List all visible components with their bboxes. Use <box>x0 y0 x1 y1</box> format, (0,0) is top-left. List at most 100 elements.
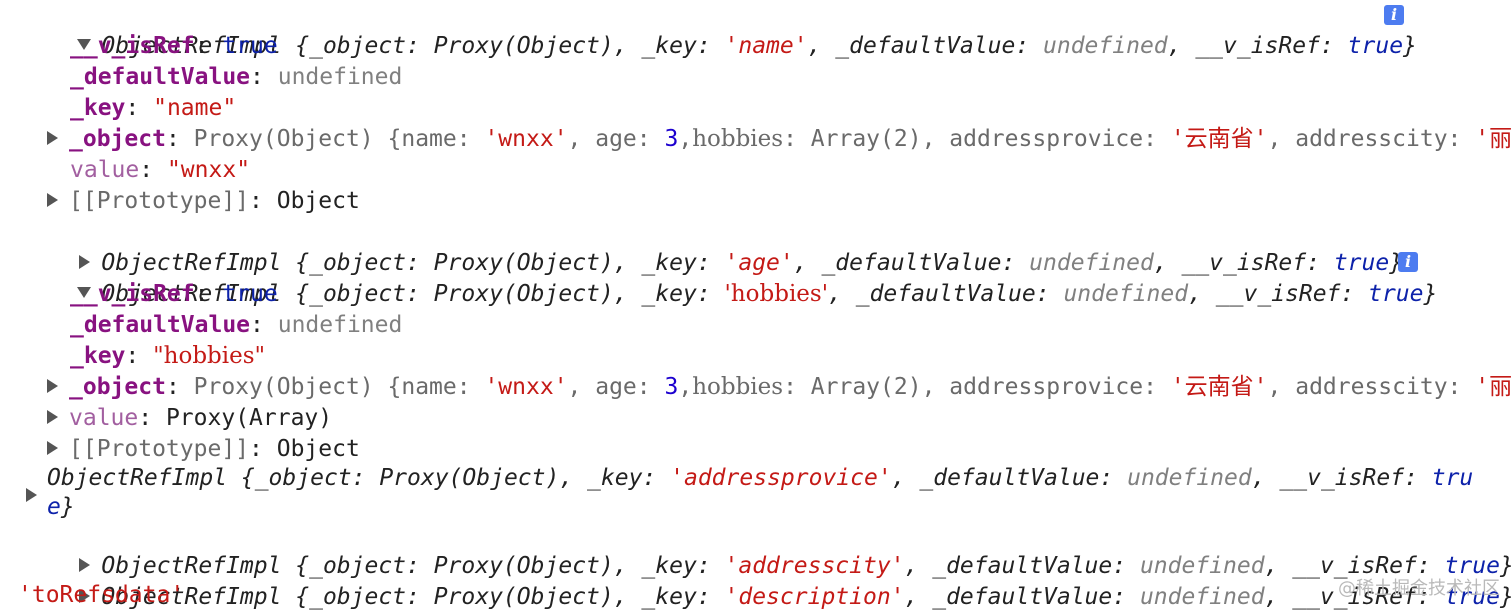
object-preview: , addresscity: <box>1267 374 1476 400</box>
object-preview-value-cut: '丽 <box>1475 126 1512 152</box>
entry-summary-end: } <box>1403 33 1417 59</box>
entry-true-part: e <box>47 494 61 520</box>
property-key: __v_isRef <box>70 33 195 59</box>
entry-summary-mid2: , __v_isRef: <box>1188 281 1369 307</box>
object-preview-number: 3 <box>664 374 679 400</box>
entry-key-value: 'name' <box>724 33 808 59</box>
property-key: _defaultValue <box>70 312 251 338</box>
property-row-object[interactable]: _object: Proxy(Object) {name: 'wnxx', ag… <box>47 124 1512 155</box>
entry-summary-end: } <box>1500 584 1512 610</box>
entry-summary-mid: , _defaultValue: <box>891 465 1128 491</box>
console-entry-hobbies[interactable]: ObjectRefImpl {_object: Proxy(Object), _… <box>22 248 1437 307</box>
property-value: undefined <box>277 64 403 90</box>
entry-key-value: 'age' <box>724 250 794 276</box>
property-key: value <box>69 405 139 431</box>
property-value: true <box>222 281 278 307</box>
property-value: Object <box>276 188 360 214</box>
object-preview: : Array(2), addressprovice: <box>783 126 1171 152</box>
entry-summary-mid2: , __v_isRef: <box>1153 250 1334 276</box>
property-row-object[interactable]: _object: Proxy(Object) {name: 'wnxx', ag… <box>47 372 1512 403</box>
entry-summary-prefix: ObjectRefImpl {_object: Proxy(Object), _… <box>101 281 725 307</box>
entry-summary-mid: , _defaultValue: <box>807 33 1044 59</box>
object-preview-value: '云南省' <box>1170 126 1268 152</box>
property-row: value: "wnxx" <box>70 157 251 183</box>
property-value: "name" <box>153 95 237 121</box>
property-key: __v_isRef <box>70 281 195 307</box>
console-log-string: 'toRefsdata' <box>18 580 184 610</box>
console-entry-addresscity[interactable]: ObjectRefImpl {_object: Proxy(Object), _… <box>24 520 1512 579</box>
console-entry-addressprovice[interactable]: ObjectRefImpl {_object: Proxy(Object), _… <box>47 463 1473 494</box>
entry-summary-mid: , _defaultValue: <box>904 553 1140 579</box>
property-value: "wnxx" <box>166 157 251 183</box>
object-preview: {name: <box>387 374 485 400</box>
entry-true: true <box>1444 584 1500 610</box>
entry-summary-mid: , _defaultValue: <box>793 250 1030 276</box>
property-key: _key <box>70 343 126 369</box>
property-key: _defaultValue <box>70 64 251 90</box>
entry-true-part: tru <box>1431 465 1474 491</box>
property-key: _object <box>69 126 166 152</box>
entry-summary-prefix: ObjectRefImpl {_object: Proxy(Object), _… <box>101 553 725 579</box>
property-row-prototype[interactable]: [[Prototype]]: Object <box>47 186 360 217</box>
object-type: Proxy(Object) <box>193 374 388 400</box>
entry-undefined: undefined <box>1063 281 1189 307</box>
console-entry-description[interactable]: ObjectRefImpl {_object: Proxy(Object), _… <box>24 551 1512 610</box>
object-preview: , <box>678 126 693 152</box>
object-preview-value: '云南省' <box>1170 374 1268 400</box>
property-value: Object <box>276 436 360 462</box>
entry-summary-mid2: , __v_isRef: <box>1251 465 1432 491</box>
object-preview-value: 'wnxx' <box>484 374 568 400</box>
object-type: Proxy(Object) <box>193 126 388 152</box>
triangle-right-icon[interactable] <box>26 488 37 502</box>
console-entry-name[interactable]: ObjectRefImpl {_object: Proxy(Object), _… <box>22 0 1417 59</box>
property-row-prototype[interactable]: [[Prototype]]: Object <box>47 434 360 465</box>
entry-summary-prefix: ObjectRefImpl {_object: Proxy(Object), _… <box>101 33 725 59</box>
object-preview-value-cut: '丽 <box>1475 374 1512 400</box>
entry-summary-prefix: ObjectRefImpl {_object: Proxy(Object), _… <box>101 584 725 610</box>
property-row: _key: "hobbies" <box>70 343 266 369</box>
object-preview-value: 'wnxx' <box>484 126 568 152</box>
triangle-right-icon[interactable] <box>79 557 91 572</box>
info-icon[interactable]: i <box>1398 252 1418 272</box>
triangle-down-icon[interactable] <box>77 39 92 50</box>
triangle-right-icon[interactable] <box>47 409 58 424</box>
entry-true: true <box>1444 553 1500 579</box>
property-key: _key <box>70 95 126 121</box>
property-key: [[Prototype]] <box>69 188 250 214</box>
property-value: "hobbies" <box>153 343 266 369</box>
property-key: [[Prototype]] <box>69 436 250 462</box>
triangle-down-icon[interactable] <box>77 287 92 298</box>
triangle-right-icon[interactable] <box>79 588 91 603</box>
triangle-right-icon[interactable] <box>47 130 58 145</box>
object-preview: , <box>678 374 693 400</box>
property-value: true <box>222 33 278 59</box>
info-icon[interactable]: i <box>1384 5 1404 25</box>
object-preview: {name: <box>387 126 485 152</box>
entry-summary-mid2: , __v_isRef: <box>1264 584 1445 610</box>
entry-summary-end: } <box>1423 281 1438 307</box>
triangle-right-icon[interactable] <box>79 254 91 269</box>
property-key: _object <box>69 374 166 400</box>
property-row: __v_isRef: true <box>70 33 278 59</box>
entry-key-value: 'addresscity' <box>724 553 905 579</box>
property-row: _key: "name" <box>70 95 237 121</box>
object-preview: , addresscity: <box>1267 126 1476 152</box>
triangle-right-icon[interactable] <box>47 440 58 455</box>
property-value: Proxy(Array) <box>165 405 333 431</box>
entry-undefined: undefined <box>1127 465 1252 491</box>
console-entry-age[interactable]: ObjectRefImpl {_object: Proxy(Object), _… <box>24 217 1403 276</box>
triangle-right-icon[interactable] <box>47 378 58 393</box>
object-preview-number: 3 <box>664 126 679 152</box>
triangle-right-icon[interactable] <box>47 192 58 207</box>
property-value: undefined <box>277 312 403 338</box>
property-row-value[interactable]: value: Proxy(Array) <box>47 403 332 434</box>
entry-true: true <box>1333 250 1390 276</box>
entry-summary-end: } <box>1500 553 1512 579</box>
entry-summary-mid2: , __v_isRef: <box>1167 33 1348 59</box>
entry-summary-prefix: ObjectRefImpl {_object: Proxy(Object), _… <box>47 465 671 491</box>
entry-undefined: undefined <box>1029 250 1154 276</box>
console-entry-addressprovice-wrap: e} <box>47 492 75 523</box>
entry-summary-mid: , _defaultValue: <box>828 281 1064 307</box>
entry-summary-mid2: , __v_isRef: <box>1264 553 1445 579</box>
